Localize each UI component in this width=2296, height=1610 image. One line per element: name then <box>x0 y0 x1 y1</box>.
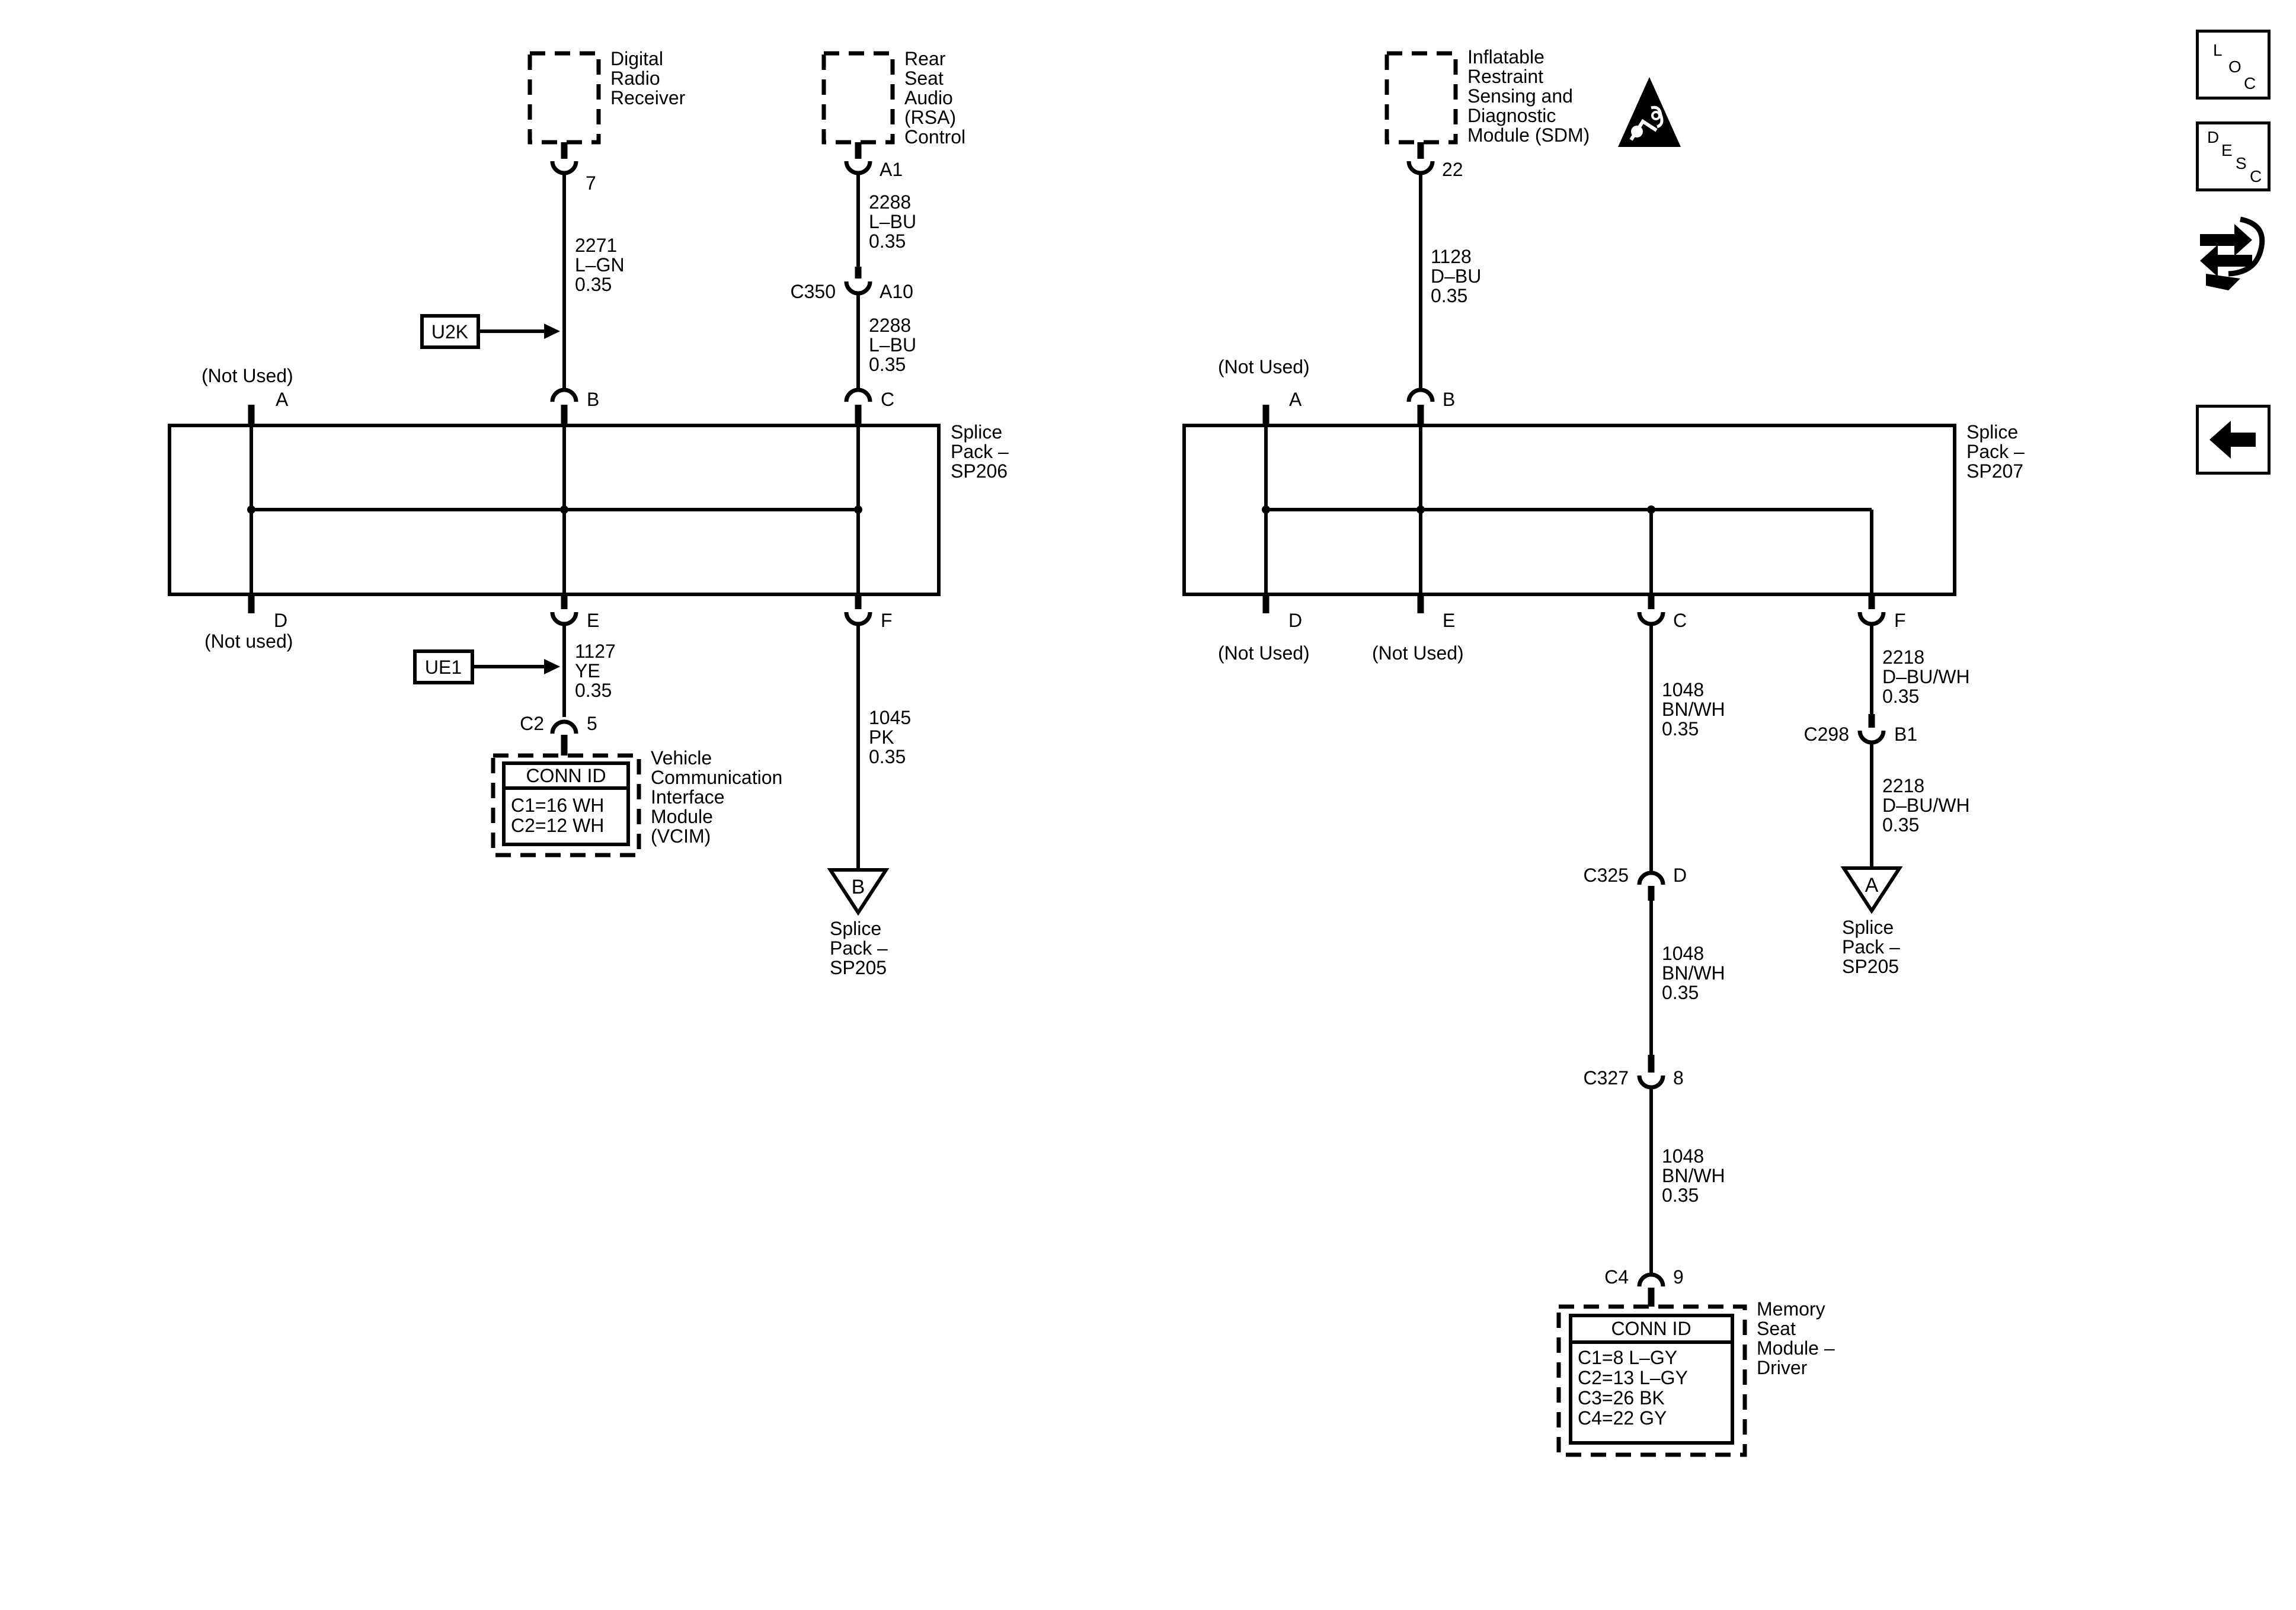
pin-e-right-label: E <box>1443 610 1455 631</box>
svg-text:C2=12 WH: C2=12 WH <box>511 815 604 836</box>
not-used-a-right-label: (Not Used) <box>1218 356 1310 377</box>
not-used-a-label: (Not Used) <box>202 365 293 386</box>
mem-conn-id-title: CONN ID <box>1611 1318 1691 1339</box>
pin-c-right-label: C <box>1673 610 1687 631</box>
pin-b-label: B <box>587 389 599 410</box>
c325-pin: D <box>1673 865 1687 886</box>
rsa-pin: A1 <box>880 159 903 180</box>
svg-text:B: B <box>852 876 865 898</box>
svg-text:C1=8 L–GY: C1=8 L–GY <box>1578 1347 1677 1368</box>
radio-pin: 7 <box>586 172 596 194</box>
svg-text:A: A <box>1865 874 1879 897</box>
ref-b-triangle[interactable]: B <box>827 868 890 916</box>
vcim-conn-id-title: CONN ID <box>526 765 606 786</box>
svg-text:C4=22 GY: C4=22 GY <box>1578 1407 1667 1429</box>
pin-d-label: D <box>274 610 287 631</box>
c327-connector: C327 <box>1584 1067 1629 1089</box>
mem-pin: 9 <box>1673 1266 1684 1288</box>
c327-pin: 8 <box>1673 1067 1684 1089</box>
svg-text:C3=26 BK: C3=26 BK <box>1578 1387 1665 1409</box>
c350-pin: A10 <box>880 281 913 302</box>
ue1-reference[interactable]: UE1 <box>413 649 474 684</box>
u2k-reference[interactable]: U2K <box>420 314 480 349</box>
sdm-pin: 22 <box>1442 159 1463 180</box>
pin-a-label: A <box>276 389 289 410</box>
pin-f-right-label: F <box>1894 610 1906 631</box>
pin-e-label: E <box>587 610 599 631</box>
pin-b-right-label: B <box>1443 389 1455 410</box>
splice-pack-sp207 <box>1182 405 1956 613</box>
vcim-pin: 5 <box>587 713 597 734</box>
not-used-e-right-label: (Not Used) <box>1372 642 1464 664</box>
back-button[interactable] <box>2196 405 2271 475</box>
memory-seat-module: CONN ID C1=8 L–GY C2=13 L–GY C3=26 BK C4… <box>1556 1298 1835 1457</box>
airbag-warning-icon <box>1618 77 1681 147</box>
pin-d-right-label: D <box>1288 610 1302 631</box>
c350-connector: C350 <box>791 281 836 302</box>
back-arrow-icon <box>2209 421 2256 459</box>
vcim-connector: C2 <box>520 713 544 734</box>
splice-pack-sp206 <box>168 405 941 613</box>
not-used-d-label: (Not used) <box>204 630 293 652</box>
c298-pin: B1 <box>1894 724 1917 745</box>
svg-text:UE1: UE1 <box>425 657 462 678</box>
pin-a-right-label: A <box>1289 389 1302 410</box>
svg-text:U2K: U2K <box>431 321 468 343</box>
c325-connector: C325 <box>1584 865 1629 886</box>
mem-connector: C4 <box>1604 1266 1629 1288</box>
desc-button[interactable]: D E S C <box>2196 121 2271 191</box>
loc-button[interactable]: L O C <box>2196 30 2271 100</box>
pin-f-label: F <box>881 610 893 631</box>
c298-connector: C298 <box>1804 724 1850 745</box>
connector-swap-icon[interactable] <box>2200 216 2265 290</box>
not-used-d-right-label: (Not Used) <box>1218 642 1310 664</box>
svg-text:C2=13 L–GY: C2=13 L–GY <box>1578 1367 1688 1388</box>
pin-c-label: C <box>881 389 894 410</box>
ref-a-triangle[interactable]: A <box>1840 866 1903 914</box>
svg-text:C1=16 WH: C1=16 WH <box>511 795 604 816</box>
